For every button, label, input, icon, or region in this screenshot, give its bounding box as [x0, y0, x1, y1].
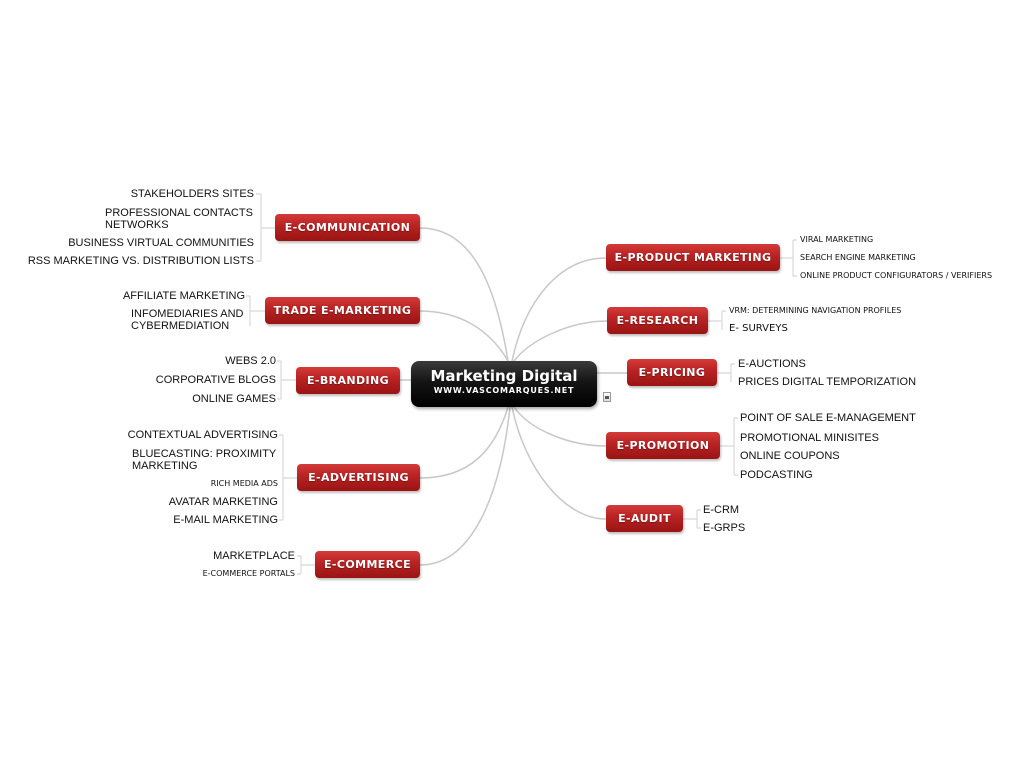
leaf-bluecasting[interactable]: BLUECASTING: PROXIMITY MARKETING [132, 448, 277, 472]
leaf-stakeholders-sites[interactable]: STAKEHOLDERS SITES [130, 188, 254, 200]
leaf-professional-contacts-networks[interactable]: PROFESSIONAL CONTACTS NETWORKS [105, 207, 253, 231]
central-topic-subtitle: WWW.VASCOMARQUES.NET [433, 386, 575, 395]
leaf-viral-marketing[interactable]: VIRAL MARKETING [800, 235, 874, 244]
leaf-webs-2[interactable]: WEBS 2.0 [225, 355, 276, 367]
leaf-rich-media-ads[interactable]: RICH MEDIA ADS [210, 479, 278, 488]
leaf-avatar-marketing[interactable]: AVATAR MARKETING [168, 496, 278, 508]
topic-e-commerce[interactable]: E-COMMERCE [315, 551, 420, 578]
leaf-e-auctions[interactable]: E-AUCTIONS [738, 358, 806, 370]
leaf-affiliate-marketing[interactable]: AFFILIATE MARKETING [122, 290, 245, 302]
topic-e-promotion[interactable]: E-PROMOTION [606, 432, 720, 459]
leaf-e-crm[interactable]: E-CRM [703, 504, 740, 516]
leaf-point-of-sale[interactable]: POINT OF SALE E-MANAGEMENT [740, 412, 916, 424]
leaf-business-virtual-communities[interactable]: BUSINESS VIRTUAL COMMUNITIES [68, 237, 254, 249]
central-topic[interactable]: Marketing Digital WWW.VASCOMARQUES.NET [411, 361, 597, 407]
topic-e-pricing[interactable]: E-PRICING [627, 359, 717, 386]
leaf-marketplace[interactable]: MARKETPLACE [213, 550, 295, 562]
note-icon[interactable] [603, 392, 611, 402]
leaf-infomediaries[interactable]: INFOMEDIARIES AND CYBERMEDIATION [131, 308, 244, 332]
leaf-email-marketing[interactable]: E-MAIL MARKETING [173, 514, 278, 526]
leaf-corporative-blogs[interactable]: CORPORATIVE BLOGS [155, 374, 276, 386]
topic-e-communication[interactable]: E-COMMUNICATION [275, 214, 420, 241]
leaf-e-surveys[interactable]: E- SURVEYS [729, 323, 788, 334]
topic-e-branding[interactable]: E-BRANDING [296, 367, 400, 394]
leaf-e-commerce-portals[interactable]: E-COMMERCE PORTALS [202, 569, 295, 578]
leaf-podcasting[interactable]: PODCASTING [740, 469, 813, 481]
leaf-vrm[interactable]: VRM: DETERMINING NAVIGATION PROFILES [729, 306, 902, 315]
leaf-promotional-minisites[interactable]: PROMOTIONAL MINISITES [740, 432, 879, 444]
topic-e-research[interactable]: E-RESEARCH [607, 307, 708, 334]
leaf-online-games[interactable]: ONLINE GAMES [192, 393, 276, 405]
topic-e-advertising[interactable]: E-ADVERTISING [297, 464, 420, 491]
leaf-online-product-configurators[interactable]: ONLINE PRODUCT CONFIGURATORS / VERIFIERS [800, 271, 993, 280]
leaf-rss-marketing[interactable]: RSS MARKETING VS. DISTRIBUTION LISTS [27, 255, 254, 267]
leaf-contextual-advertising[interactable]: CONTEXTUAL ADVERTISING [127, 429, 278, 441]
topic-e-product-marketing[interactable]: E-PRODUCT MARKETING [606, 244, 780, 271]
leaf-online-coupons[interactable]: ONLINE COUPONS [740, 450, 840, 462]
leaf-search-engine-marketing[interactable]: SEARCH ENGINE MARKETING [800, 253, 916, 262]
leaf-prices-digital-temporization[interactable]: PRICES DIGITAL TEMPORIZATION [738, 376, 917, 388]
topic-trade-e-marketing[interactable]: TRADE E-MARKETING [265, 297, 420, 324]
leaf-e-grps[interactable]: E-GRPS [703, 522, 746, 534]
topic-e-audit[interactable]: E-AUDIT [606, 505, 683, 532]
central-topic-title: Marketing Digital [430, 367, 578, 385]
